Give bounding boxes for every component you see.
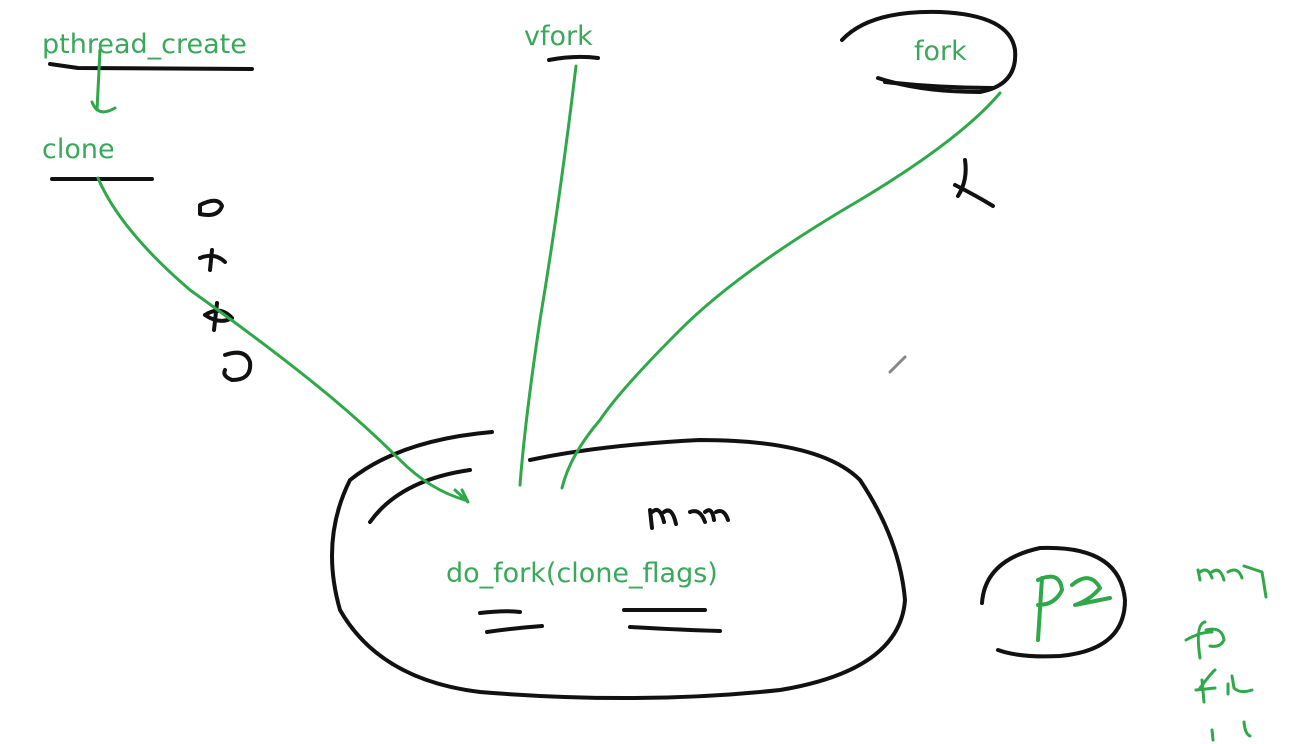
scribble-p2 xyxy=(1036,574,1112,642)
scribble-j xyxy=(222,350,253,382)
dash-1 xyxy=(478,609,544,634)
node-clone: clone xyxy=(42,134,115,165)
fork-underline xyxy=(883,80,994,90)
fork-circle xyxy=(840,9,1018,94)
scribble-mm xyxy=(648,508,730,530)
cross-mark xyxy=(953,158,995,208)
edge-pthread-to-clone xyxy=(90,48,117,114)
node-do-fork: do_fork(clone_flags) xyxy=(446,558,718,589)
underline-vfork xyxy=(547,54,600,62)
scribble-fs xyxy=(1184,620,1226,660)
pencil-cursor-icon xyxy=(888,355,907,374)
node-pthread-create: pthread_create xyxy=(42,29,247,60)
underline-pthread-create xyxy=(48,62,254,71)
node-vfork: vfork xyxy=(524,21,593,52)
scribble-o xyxy=(198,198,224,217)
scribble-ditto xyxy=(1210,720,1252,742)
scribble-phi-1 xyxy=(198,248,227,272)
edge-fork-to-do-fork xyxy=(560,91,1002,490)
do-fork-blob-inner xyxy=(368,468,472,524)
dash-2 xyxy=(622,608,722,633)
node-fork: fork xyxy=(914,36,967,67)
scribble-mm-list xyxy=(1196,564,1268,599)
do-fork-blob xyxy=(330,430,907,701)
p2-circle xyxy=(980,545,1127,659)
edge-vfork-to-do-fork xyxy=(518,64,578,487)
scribble-file xyxy=(1194,668,1254,704)
edge-clone-to-do-fork xyxy=(96,176,470,504)
